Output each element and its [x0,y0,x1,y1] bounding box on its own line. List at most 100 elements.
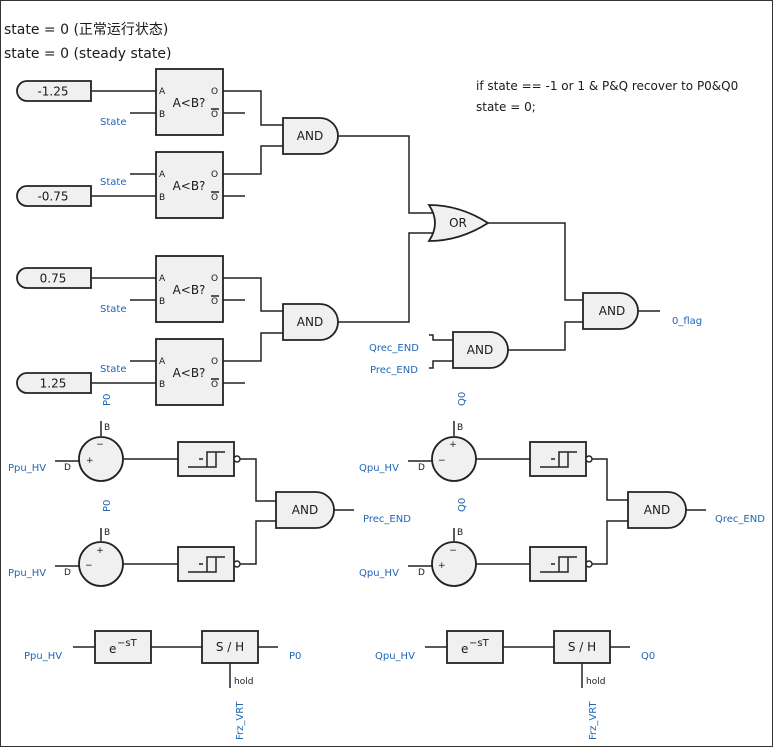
delay-base: e [109,642,116,656]
comparator-2[interactable]: A<B? A B O O [155,151,224,219]
const-block-2[interactable]: -0.75 [16,185,92,207]
summer-pin-d: D [64,568,71,578]
delay-block-p[interactable]: e −sT [94,630,152,664]
and-gate-label: AND [292,503,318,517]
and-gate-label: AND [297,129,323,143]
q-branch-wires [476,455,628,568]
comparator-4[interactable]: A<B? A B O O [155,338,224,406]
plus-sign: + [438,561,446,571]
summer-p-upper[interactable]: − + [78,436,124,482]
hysteresis-block-p-upper[interactable] [177,441,235,477]
comment-line-1: if state == -1 or 1 & P&Q recover to P0&… [476,79,738,93]
pin-b: B [159,110,165,120]
qrec-end-output-label: Qrec_END [715,514,765,525]
hold-label-q: hold [586,677,605,687]
state-signal-3: State [100,304,126,315]
qrec-end-input-label: Qrec_END [369,343,419,354]
or-gate-wires [338,135,434,323]
and-gate-final[interactable]: AND [582,292,639,330]
qpu-hv-label-3: Qpu_HV [375,651,415,662]
frz-vrt-label-p: Frz_VRT [235,701,246,740]
and-gate-prec[interactable]: AND [275,491,335,529]
comparator-input-wires [91,90,245,384]
state-signal-1: State [100,117,126,128]
sample-hold-block-q[interactable]: S / H [553,630,611,664]
q0-output-label: Q0 [641,651,655,662]
qpu-hv-label-2: Qpu_HV [359,568,399,579]
const-block-4[interactable]: 1.25 [16,372,92,394]
state-signal-4: State [100,364,126,375]
summer-q-lower[interactable]: − + [431,541,477,587]
minus-sign: − [438,456,446,466]
delay-base: e [461,642,468,656]
hold-label-p: hold [234,677,253,687]
delay-block-q[interactable]: e −sT [446,630,504,664]
rec-and-wires [429,334,453,369]
pin-o: O [211,357,218,367]
summer-pin-b: B [104,528,110,538]
qpu-hv-label-1: Qpu_HV [359,463,399,474]
comparator-label: A<B? [173,96,206,110]
and-gate-2[interactable]: AND [282,303,339,341]
sample-hold-label: S / H [568,640,596,654]
comment-line-2: state = 0; [476,100,536,114]
and-gate-wires-upper [223,90,283,362]
summer-pin-b: B [457,528,463,538]
summer-pin-d: D [64,463,71,473]
and-gate-label: AND [644,503,670,517]
const-block-3[interactable]: 0.75 [16,267,92,289]
summer-p-lower[interactable]: + − [78,541,124,587]
pin-obar: O [211,110,218,120]
final-and-wires [488,222,660,351]
const-value-1: -1.25 [37,85,68,99]
sample-hold-block-p[interactable]: S / H [201,630,259,664]
summer-pin-d: D [418,463,425,473]
pin-b: B [159,297,165,307]
minus-sign: − [96,440,104,450]
p-branch-wires [123,455,276,568]
summer-pin-b: B [104,423,110,433]
comparator-1[interactable]: A<B? A B O O [155,68,224,136]
delay-exponent: −sT [117,638,138,649]
and-gate-label: AND [297,315,323,329]
or-gate-label: OR [449,216,467,230]
and-gate-1[interactable]: AND [282,117,339,155]
and-gate-label: AND [599,304,625,318]
pin-a: A [159,87,166,97]
pin-a: A [159,274,166,284]
delay-exponent: −sT [469,638,490,649]
comparator-label: A<B? [173,179,206,193]
q0-vertical-label-1: Q0 [457,392,468,406]
pin-o: O [211,87,218,97]
pin-o: O [211,274,218,284]
p0-output-label: P0 [289,651,301,662]
state-signal-2: State [100,177,126,188]
minus-sign: − [85,561,93,571]
pin-obar: O [211,297,218,307]
comparator-label: A<B? [173,366,206,380]
pin-o: O [211,170,218,180]
and-gate-qrec[interactable]: AND [627,491,687,529]
sample-hold-label: S / H [216,640,244,654]
plus-sign: + [86,456,94,466]
or-gate[interactable]: OR [427,204,490,242]
pin-b: B [159,380,165,390]
const-value-4: 1.25 [40,377,67,391]
const-block-1[interactable]: -1.25 [16,80,92,102]
header-line-chinese: state = 0 (正常运行状态) [4,22,169,38]
plus-sign: + [449,440,457,450]
summer-q-upper[interactable]: + − [431,436,477,482]
comparator-label: A<B? [173,283,206,297]
prec-end-input-label: Prec_END [370,365,418,376]
and-gate-rec[interactable]: AND [452,331,509,369]
and-gate-label: AND [467,343,493,357]
comparator-3[interactable]: A<B? A B O O [155,255,224,323]
pin-a: A [159,170,166,180]
hysteresis-block-q-lower[interactable] [529,546,587,582]
const-value-3: 0.75 [40,272,67,286]
hysteresis-block-q-upper[interactable] [529,441,587,477]
hysteresis-block-p-lower[interactable] [177,546,235,582]
ppu-hv-label-1: Ppu_HV [8,463,46,474]
